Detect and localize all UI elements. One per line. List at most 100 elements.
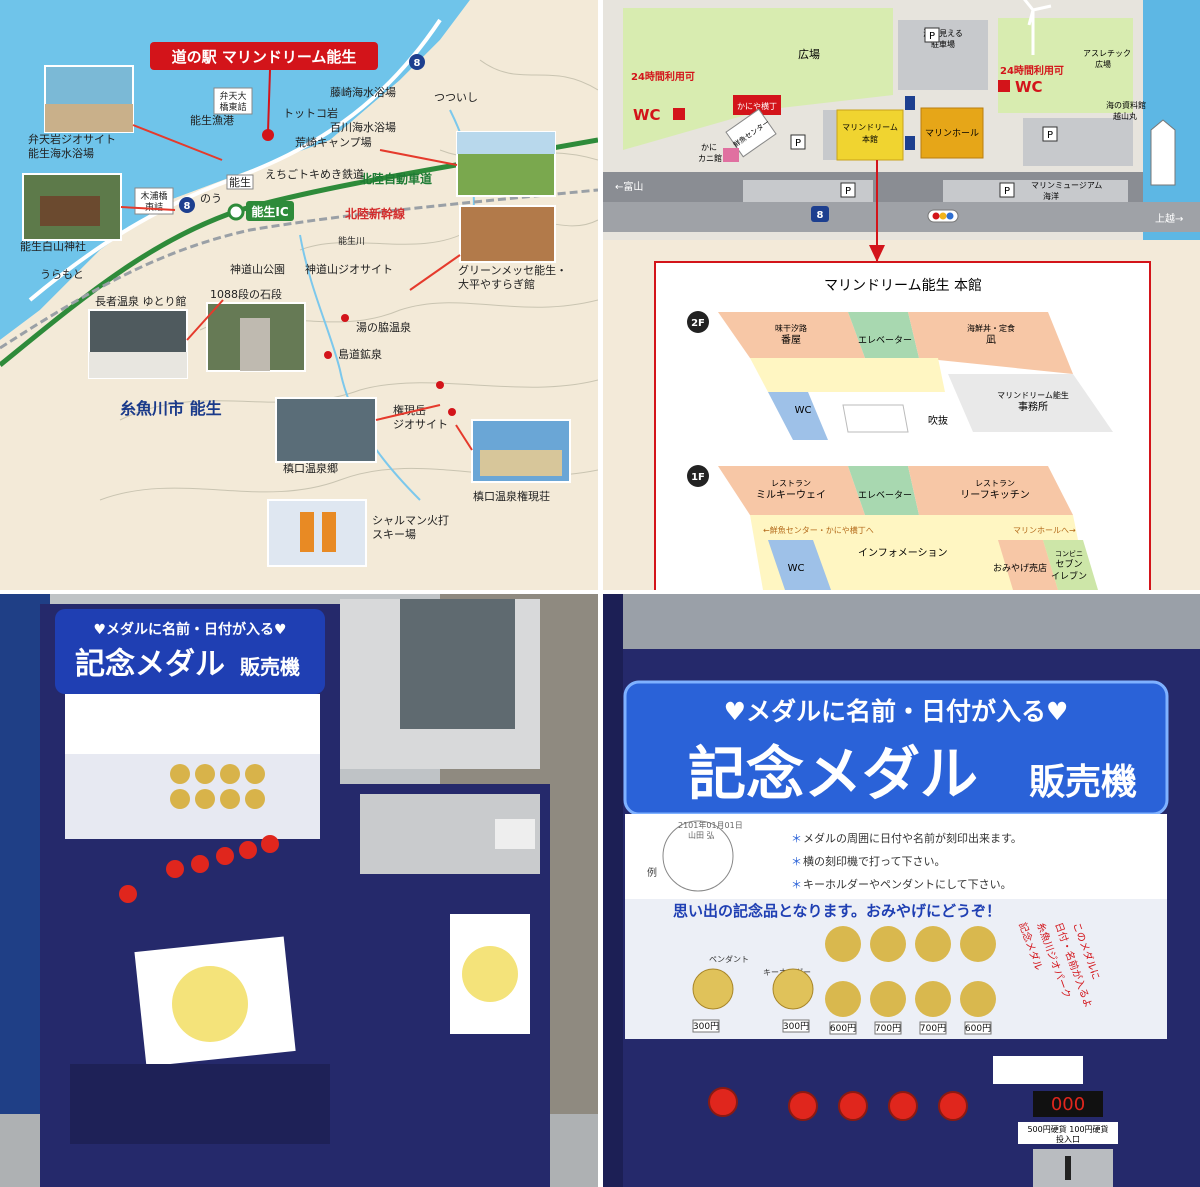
stamp-keypad[interactable] — [495, 819, 535, 849]
selection-buttons[interactable] — [708, 1087, 968, 1121]
nagi-l1: 海鮮丼・定食 — [967, 323, 1015, 333]
marine-museum-label-2: 海洋 — [1043, 191, 1059, 201]
wc-right-marker — [998, 80, 1010, 92]
shop-label: おみやげ売店 — [993, 562, 1047, 574]
wc-2f-label: WC — [795, 405, 812, 416]
green-messe-label: グリーンメッセ能生・ 大平やすらぎ館 — [458, 263, 567, 291]
machine-left-header-top: ♥メダルに名前・日付が入る♥ — [93, 621, 286, 638]
parking-view-label-2: 駐車場 — [931, 39, 955, 49]
display-banner: 思い出の記念品となります。おみやげにどうぞ！ — [673, 902, 1001, 920]
header-main: 記念メダル — [688, 740, 978, 808]
medal-pendant — [692, 968, 734, 1010]
marine-hall-building[interactable] — [920, 107, 984, 159]
tottoko-label: トットコ岩 — [283, 106, 338, 120]
onsen-markers — [324, 314, 456, 416]
coin-label-line1: 500円硬貨 100円硬貨 — [1027, 1124, 1108, 1134]
nou-port-label: 能生漁港 — [190, 113, 234, 127]
sharman-label: シャルマン火打 スキー場 — [372, 513, 449, 541]
marine-museum-label-1: マリンミュージアム — [1031, 181, 1102, 190]
svg-text:橋東詰: 橋東詰 — [219, 101, 246, 113]
wind-turbine-icon — [1023, 0, 1052, 55]
svg-text:大平やすらぎ館: 大平やすらぎ館 — [458, 277, 535, 291]
credit-display — [1033, 1091, 1103, 1117]
building-title: マリンドリーム能生 本館 — [824, 277, 982, 294]
instruction-panel — [625, 814, 1167, 899]
photo-ski — [267, 499, 367, 567]
note-3: キーホルダーやペンダントにして下さい。 — [803, 877, 1012, 891]
svg-text:P: P — [1004, 186, 1010, 197]
shinkansen-label: 北陸新幹線 — [345, 206, 405, 221]
route8-badge — [409, 54, 425, 70]
coin-label-box — [1018, 1122, 1118, 1144]
nougawa-label: 能生川 — [338, 235, 365, 247]
yunowaki-label: 湯の脇温泉 — [356, 320, 411, 334]
price-5: 600円 — [965, 1023, 991, 1034]
kamimichi-park-label: 神道山公園 — [230, 262, 285, 276]
conv-l3: イレブン — [1051, 570, 1087, 582]
photo-tsuchiguchi-onsen — [275, 397, 377, 463]
room-milky — [718, 466, 865, 515]
main-building[interactable] — [836, 109, 904, 161]
shinkansen-line — [0, 188, 598, 350]
banya-l2: 番屋 — [781, 334, 801, 346]
photo-hakusan-shrine — [22, 173, 122, 241]
athletic-label-1: アスレチック — [1083, 49, 1131, 58]
stairs-label: 1088段の石段 — [210, 287, 282, 301]
coin-slot[interactable] — [1033, 1149, 1113, 1187]
select-button-1 — [708, 1087, 738, 1117]
wc-24h-left: 24時間利用可 — [631, 70, 695, 83]
parking-markers: P P P P P — [790, 27, 1058, 198]
elevator-2f-label: エレベーター — [858, 335, 912, 346]
city-label: 糸魚川市 能生 — [120, 399, 222, 418]
fish-center-building — [725, 108, 777, 158]
main-building-label-1: マリンドリーム — [842, 123, 898, 132]
svg-text:P: P — [929, 31, 935, 42]
conv-l1: コンビニ — [1055, 549, 1083, 558]
photo-yasuragi — [459, 205, 556, 263]
svg-text:能生海水浴場: 能生海水浴場 — [28, 146, 94, 160]
svg-text:＊: ＊ — [791, 878, 802, 891]
route8-badge-2 — [179, 197, 195, 213]
route8-number: 8 — [414, 58, 421, 69]
floor-2f-plan — [718, 312, 1113, 440]
station-banner: 道の駅 マリンドリーム能生 — [172, 48, 357, 66]
area-map-panel: 道の駅 マリンドリーム能生 8 8 能生IC 北陸自動車道 北陸新幹線 えちごト… — [0, 0, 598, 590]
machine-left-buttons[interactable] — [119, 835, 279, 903]
room-wc-1f — [768, 540, 831, 590]
svg-text:スキー場: スキー場 — [372, 528, 416, 541]
coin-slot-opening[interactable] — [1065, 1156, 1071, 1180]
pendant-label: ペンダント — [709, 954, 749, 964]
svg-text:P: P — [1047, 130, 1053, 141]
uramoto-label: うらもと — [40, 268, 84, 281]
banya-l1: 味干汐路 — [775, 323, 807, 333]
note-1: メダルの周囲に日付や名前が刻印出来ます。 — [803, 831, 1022, 845]
coin-label-line2: 投入口 — [1056, 1134, 1080, 1144]
floor-2f-label: 2F — [691, 318, 705, 329]
ic-marker — [227, 203, 245, 221]
machine-left-medals — [170, 764, 265, 809]
machine-closeup-panel: ♥メダルに名前・日付が入る♥ 記念メダル 販売機 2101年01月01日 山田 … — [603, 594, 1200, 1187]
medal-top-2 — [870, 926, 906, 962]
select-button-4 — [888, 1091, 918, 1121]
fujisaki-label: 藤崎海水浴場 — [330, 85, 396, 99]
milky-l2: ミルキーウェイ — [756, 489, 826, 501]
plaza-label: 広場 — [798, 48, 820, 61]
kani-building — [723, 148, 739, 162]
area-map: 道の駅 マリンドリーム能生 8 8 能生IC 北陸自動車道 北陸新幹線 えちごト… — [0, 0, 598, 590]
medal-bottom-2 — [870, 981, 906, 1017]
museum-label-2: 越山丸 — [1113, 111, 1137, 121]
boat-icon — [1150, 119, 1176, 186]
header-top: ♥メダルに名前・日付が入る♥ — [724, 697, 1069, 726]
select-button-3 — [838, 1091, 868, 1121]
medal-top-3 — [915, 926, 951, 962]
floor-2f-badge — [687, 311, 709, 333]
note-2: 横の刻印機で打って下さい。 — [803, 854, 945, 868]
medal-display — [625, 899, 1167, 1039]
traffic-light-icon — [927, 209, 959, 223]
floor-1f-label: 1F — [691, 472, 705, 483]
leaf-l1: レストラン — [975, 479, 1015, 488]
instruction-sticker — [993, 1056, 1083, 1084]
ic-badge — [246, 201, 294, 221]
example-medal — [662, 820, 734, 892]
banner-pointer — [267, 69, 271, 133]
